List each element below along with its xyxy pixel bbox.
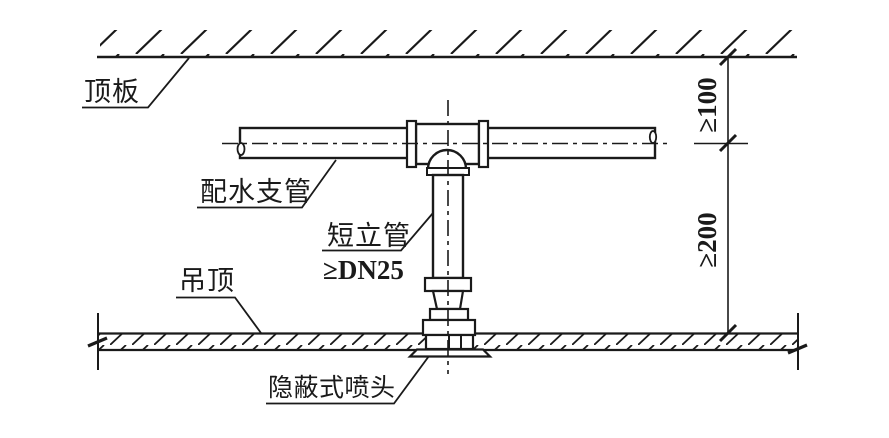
ceiling-left-break-tick [87,336,108,348]
ceiling-right-break-tick [787,343,808,355]
sprinkler-cover-plate [407,348,493,358]
branch-pipe-leader [197,159,337,209]
sprinkler-adapter [428,307,470,322]
concealed-sprinkler-text: 隐蔽式喷头 [268,373,396,402]
label-suspended-ceiling: 吊顶 [176,266,262,334]
dimension-tick-middle [718,133,738,153]
dimension-text-branch-to-ceiling: ≥200 [692,212,722,267]
riser-text: 短立管 [327,221,411,252]
dimension-tick-top [718,47,738,67]
centerlines [222,100,672,374]
label-concealed-sprinkler: 隐蔽式喷头 [266,355,430,405]
label-branch-pipe: 配水支管 [197,159,337,209]
concealed-sprinkler-head [407,307,493,358]
label-riser: 短立管 ≥DN25 [322,212,434,285]
tee-outlet-dome [426,148,468,171]
suspended-ceiling-text: 吊顶 [179,266,235,297]
branch-pipe-left-end [236,142,246,156]
dimension-tick-bottom [718,323,738,343]
top-slab-text: 顶板 [84,77,140,108]
sprinkler-body-upper [421,318,477,337]
concealed-sprinkler-leader [266,355,430,405]
top-slab-leader [82,57,190,109]
top-slab [97,30,797,59]
label-top-slab: 顶板 [82,57,190,109]
riser-leader [322,212,434,252]
riser-spec-text: ≥DN25 [323,255,404,285]
suspended-ceiling-leader [176,296,262,334]
branch-pipe-right-end [648,130,658,144]
dimension-text-slab-to-branch: ≥100 [692,77,722,132]
branch-pipe-text: 配水支管 [200,177,312,208]
dimension-string: ≥100 ≥200 [692,47,748,343]
slab-hatching [100,30,797,57]
